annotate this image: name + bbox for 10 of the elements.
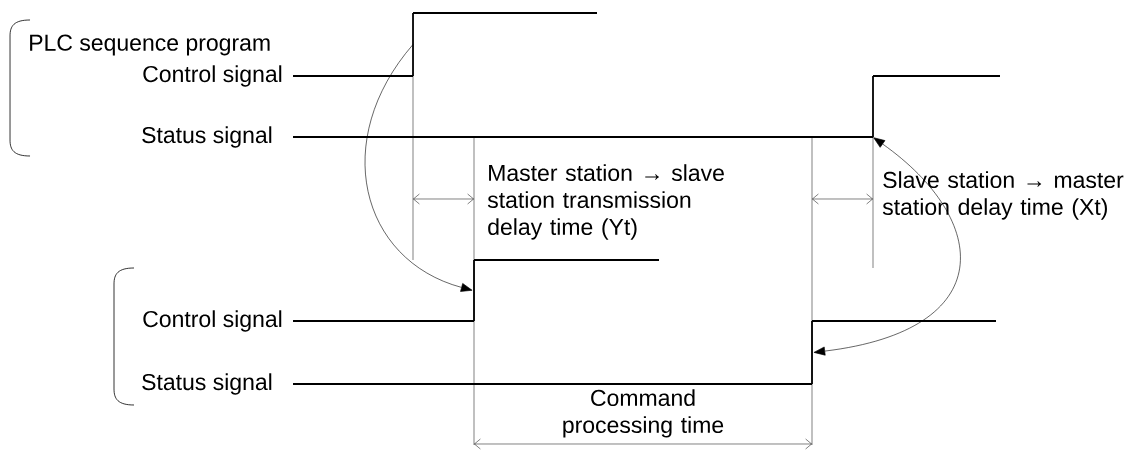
signal-label: Status signal bbox=[142, 373, 272, 395]
signal-label: PLC sequence program bbox=[30, 34, 270, 56]
annotation-text: Command processing time bbox=[563, 389, 724, 438]
curved-arrow bbox=[364, 44, 473, 292]
curved-arrow bbox=[813, 137, 961, 356]
signal-label: Control signal bbox=[143, 310, 282, 332]
annotation-text: Master station → slave station transmission delay time (Yt) bbox=[487, 164, 724, 240]
signal-label: Control signal bbox=[143, 65, 282, 87]
signal-label: Status signal bbox=[142, 126, 272, 148]
annotation-text: Slave station → master station delay time (Xt) bbox=[882, 171, 1124, 220]
